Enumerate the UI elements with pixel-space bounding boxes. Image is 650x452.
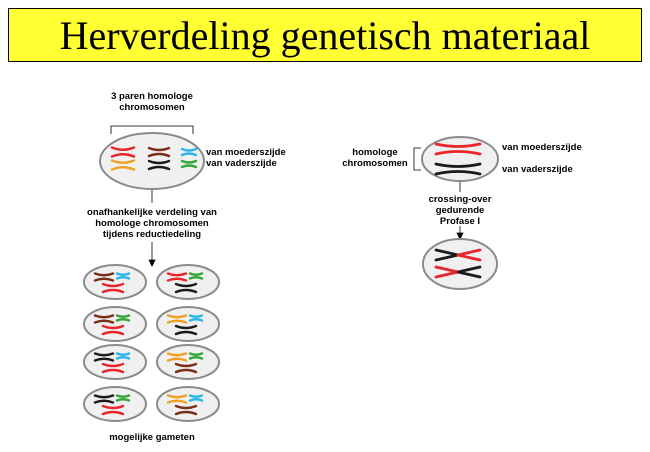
homolog-maternal — [434, 142, 482, 156]
gamete-6-chromosome-bottom — [174, 362, 198, 374]
chromosome-large-maternal — [110, 146, 136, 158]
gamete-4-chromosome-bottom — [174, 324, 198, 336]
gamete-5-chromosome-small — [115, 352, 131, 360]
label-homologous-chromosomes: homologe chromosomen — [340, 147, 410, 169]
gamete-3-chromosome-small — [115, 314, 131, 322]
chromosome-small-paternal — [180, 159, 198, 169]
label-paternal-right: van vaderszijde — [502, 164, 573, 175]
gamete-2-chromosome-bottom — [174, 282, 198, 294]
gamete-cell-3 — [83, 306, 147, 342]
gamete-2-chromosome-top — [166, 272, 188, 282]
gamete-7-chromosome-top — [93, 394, 115, 404]
homolog-cell — [421, 136, 499, 182]
gamete-8-chromosome-top — [166, 394, 188, 404]
label-crossing-over: crossing-over gedurende Profase I — [415, 194, 505, 227]
label-three-pairs-line2: chromosomen — [119, 102, 185, 113]
label-possible-gametes: mogelijke gameten — [92, 432, 212, 443]
gamete-3-chromosome-bottom — [101, 324, 125, 336]
arrow-head-right — [456, 232, 464, 240]
gamete-cell-7 — [83, 386, 147, 422]
label-homologous-line2: chromosomen — [342, 158, 408, 169]
label-paternal-right-text: van vaderszijde — [502, 164, 573, 175]
recombinant-chromosome-top — [434, 248, 482, 262]
label-paternal-left: van vaderszijde — [206, 158, 277, 169]
label-three-pairs-line1: 3 paren homologe — [111, 91, 193, 102]
gamete-cell-5 — [83, 344, 147, 380]
gamete-6-chromosome-top — [166, 352, 188, 362]
bracket-top — [110, 125, 194, 134]
page-title: Herverdeling genetisch materiaal — [59, 13, 591, 58]
label-crossover-line3: Profase I — [439, 216, 481, 227]
gamete-1-chromosome-top — [93, 272, 115, 282]
gamete-2-chromosome-small — [188, 272, 204, 280]
label-maternal-left: van moederszijde — [206, 147, 286, 158]
crossover-cell — [422, 238, 498, 290]
label-process-line2: homologe chromosomen — [95, 218, 209, 229]
title-bar: Herverdeling genetisch materiaal — [8, 8, 642, 62]
gamete-cell-6 — [156, 344, 220, 380]
label-independent-assortment: onafhankelijke verdeling van homologe ch… — [67, 207, 237, 240]
label-homologous-line1: homologe — [352, 147, 398, 158]
recombinant-chromosome-bottom — [434, 265, 482, 279]
homolog-paternal — [434, 162, 482, 176]
chromosome-large-paternal — [110, 159, 136, 171]
gamete-cell-1 — [83, 264, 147, 300]
cells-layer — [83, 132, 499, 422]
arrow-head-left — [148, 259, 156, 267]
gamete-cell-8 — [156, 386, 220, 422]
label-process-line3: tijdens reductiedeling — [102, 229, 202, 240]
label-maternal-right-text: van moederszijde — [502, 142, 582, 153]
label-process-line1: onafhankelijke verdeling van — [87, 207, 217, 218]
label-crossover-line2: gedurende — [435, 205, 485, 216]
connectors — [110, 125, 464, 267]
label-three-pairs: 3 paren homologe chromosomen — [102, 91, 202, 113]
gamete-5-chromosome-top — [93, 352, 115, 362]
gamete-4-chromosome-top — [166, 314, 188, 324]
gamete-1-chromosome-bottom — [101, 282, 125, 294]
label-crossover-line1: crossing-over — [428, 194, 492, 205]
label-maternal-right: van moederszijde — [502, 142, 582, 153]
gamete-8-chromosome-small — [188, 394, 204, 402]
chromosome-small-maternal — [180, 147, 198, 157]
bracket-right-homologs — [413, 147, 421, 171]
gamete-8-chromosome-bottom — [174, 404, 198, 416]
chromosome-medium-maternal — [147, 146, 171, 158]
gamete-1-chromosome-small — [115, 272, 131, 280]
gamete-4-chromosome-small — [188, 314, 204, 322]
gamete-cell-4 — [156, 306, 220, 342]
gamete-cell-2 — [156, 264, 220, 300]
gamete-5-chromosome-bottom — [101, 362, 125, 374]
gamete-3-chromosome-top — [93, 314, 115, 324]
gamete-7-chromosome-small — [115, 394, 131, 402]
gamete-7-chromosome-bottom — [101, 404, 125, 416]
label-maternal-left-text: van moederszijde — [206, 147, 286, 158]
label-paternal-left-text: van vaderszijde — [206, 158, 277, 169]
chromosome-medium-paternal — [147, 159, 171, 171]
label-possible-gametes-text: mogelijke gameten — [109, 432, 195, 443]
gamete-6-chromosome-small — [188, 352, 204, 360]
